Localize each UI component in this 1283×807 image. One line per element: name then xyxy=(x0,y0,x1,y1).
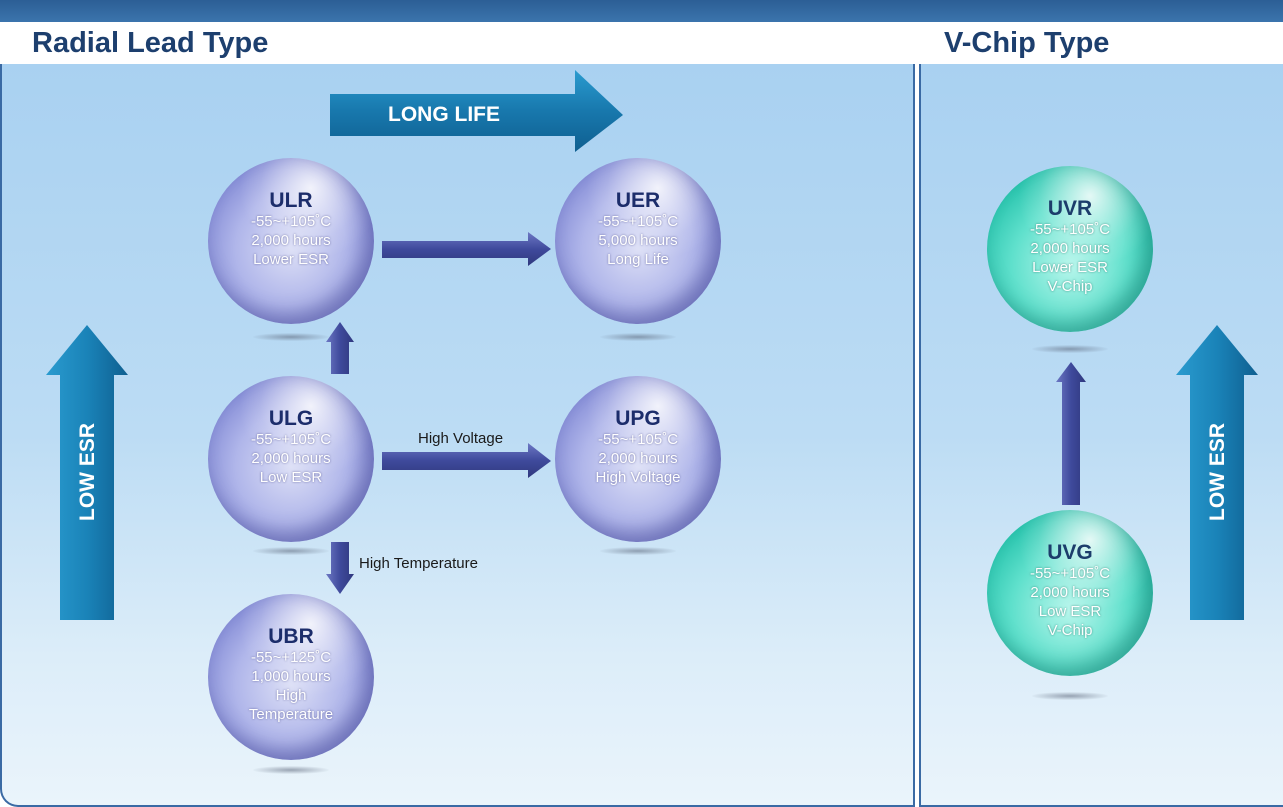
uvg-desc-line1: Low ESR xyxy=(1038,603,1102,620)
long-life-label: LONG LIFE xyxy=(388,103,500,126)
ubr-desc-line1: High xyxy=(275,687,307,704)
upg-shadow xyxy=(600,547,676,555)
low-esr-right-arrow xyxy=(1176,325,1258,620)
ulg-to-ulr-arrow xyxy=(326,322,354,374)
upg-temp: -55~+105˚C xyxy=(597,431,679,448)
ulg-code: ULG xyxy=(268,407,314,430)
ubr-shadow xyxy=(253,766,329,774)
uvg-hours: 2,000 hours xyxy=(1030,584,1110,601)
ulr-temp: -55~+105˚C xyxy=(250,213,332,230)
uvr-shadow xyxy=(1032,345,1108,353)
uvg-code: UVG xyxy=(1047,541,1093,564)
ubr-code: UBR xyxy=(268,625,314,648)
upg-hours: 2,000 hours xyxy=(598,450,678,467)
uvg-shadow xyxy=(1032,692,1108,700)
uer-code: UER xyxy=(615,189,661,212)
upg-desc: High Voltage xyxy=(595,469,681,486)
ubr-hours: 1,000 hours xyxy=(251,668,331,685)
ulr-shadow xyxy=(253,333,329,341)
uvg-desc-line2: V-Chip xyxy=(1047,622,1093,639)
uvg-to-uvr-arrow xyxy=(1056,362,1086,505)
uvg-temp: -55~+105˚C xyxy=(1029,565,1111,582)
long-life-arrow xyxy=(330,70,623,152)
uvr-code: UVR xyxy=(1047,197,1093,220)
ulg-to-ubr-arrow xyxy=(326,542,354,594)
ulr-code: ULR xyxy=(269,189,313,212)
uer-sphere: UER -55~+105˚C 5,000 hours Long Life xyxy=(555,158,721,324)
uvr-temp: -55~+105˚C xyxy=(1029,221,1111,238)
uvr-hours: 2,000 hours xyxy=(1030,240,1110,257)
low-esr-left-label: LOW ESR xyxy=(76,423,99,521)
ulr-hours: 2,000 hours xyxy=(251,232,331,249)
radial-lead-title: Radial Lead Type xyxy=(32,27,269,59)
ulr-sphere: ULR -55~+105˚C 2,000 hours Lower ESR xyxy=(208,158,374,324)
high-voltage-label: High Voltage xyxy=(418,430,504,447)
ulg-shadow xyxy=(253,547,329,555)
ubr-sphere: UBR -55~+125˚C 1,000 hours High Temperat… xyxy=(208,594,374,760)
header-band xyxy=(0,22,1283,64)
ulr-to-uer-arrow xyxy=(382,232,551,266)
ulg-sphere: ULG -55~+105˚C 2,000 hours Low ESR xyxy=(208,376,374,542)
uer-hours: 5,000 hours xyxy=(598,232,678,249)
ulg-desc: Low ESR xyxy=(259,469,323,486)
uer-desc: Long Life xyxy=(607,251,669,268)
low-esr-left-arrow xyxy=(46,325,128,620)
high-temperature-label: High Temperature xyxy=(359,555,478,572)
ulg-temp: -55~+105˚C xyxy=(250,431,332,448)
vchip-title: V-Chip Type xyxy=(944,27,1110,59)
ulr-desc: Lower ESR xyxy=(253,251,329,268)
upg-code: UPG xyxy=(615,407,661,430)
uvg-sphere: UVG -55~+105˚C 2,000 hours Low ESR V-Chi… xyxy=(987,510,1153,676)
uvr-desc-line2: V-Chip xyxy=(1047,278,1093,295)
uvr-sphere: UVR -55~+105˚C 2,000 hours Lower ESR V-C… xyxy=(987,166,1153,332)
uer-temp: -55~+105˚C xyxy=(597,213,679,230)
ulg-to-upg-arrow xyxy=(382,443,551,478)
upg-sphere: UPG -55~+105˚C 2,000 hours High Voltage xyxy=(555,376,721,542)
uer-shadow xyxy=(600,333,676,341)
uvr-desc-line1: Lower ESR xyxy=(1032,259,1108,276)
ubr-desc-line2: Temperature xyxy=(248,706,334,723)
ulg-hours: 2,000 hours xyxy=(251,450,331,467)
ubr-temp: -55~+125˚C xyxy=(250,649,332,666)
radial-lead-panel xyxy=(0,64,915,807)
low-esr-right-label: LOW ESR xyxy=(1206,423,1229,521)
top-bar xyxy=(0,0,1283,22)
